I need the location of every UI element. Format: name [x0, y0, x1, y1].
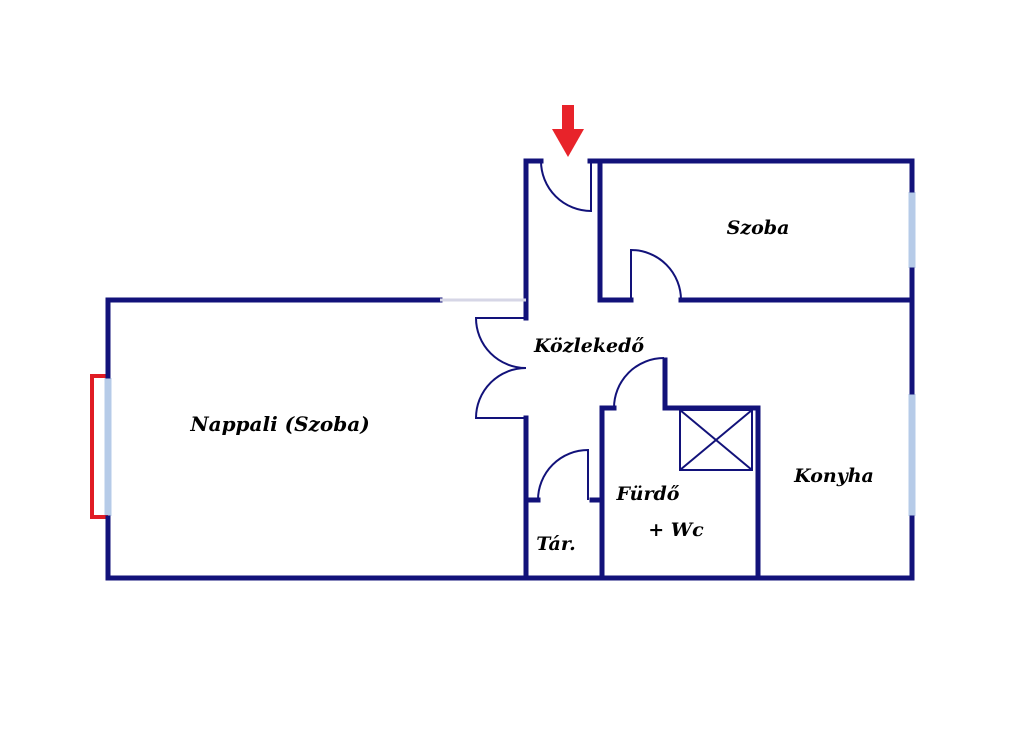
bathroom-door-icon	[613, 357, 665, 409]
room-label-storage: Tár.	[536, 533, 576, 555]
bedroom-door-icon	[630, 248, 682, 301]
entrance-arrow-icon	[552, 105, 584, 157]
living-room-door-upper-icon	[474, 317, 527, 369]
room-label-bathroom-line1: Fürdő	[616, 483, 680, 505]
room-label-bathroom-line2: + Wc	[648, 519, 704, 541]
storage-door-icon	[537, 448, 589, 501]
living-room-door-lower-icon	[474, 367, 527, 419]
entrance-door-icon	[540, 160, 592, 213]
doors	[474, 160, 682, 501]
room-label-bedroom: Szoba	[727, 217, 790, 239]
shaft-cross-icon	[679, 409, 753, 471]
walls	[105, 158, 915, 581]
room-label-living-room: Nappali (Szoba)	[189, 412, 369, 436]
room-label-kitchen: Konyha	[793, 465, 874, 487]
windows	[104, 192, 916, 516]
balcony-railing	[90, 374, 108, 519]
room-label-hallway: Közlekedő	[533, 335, 644, 357]
